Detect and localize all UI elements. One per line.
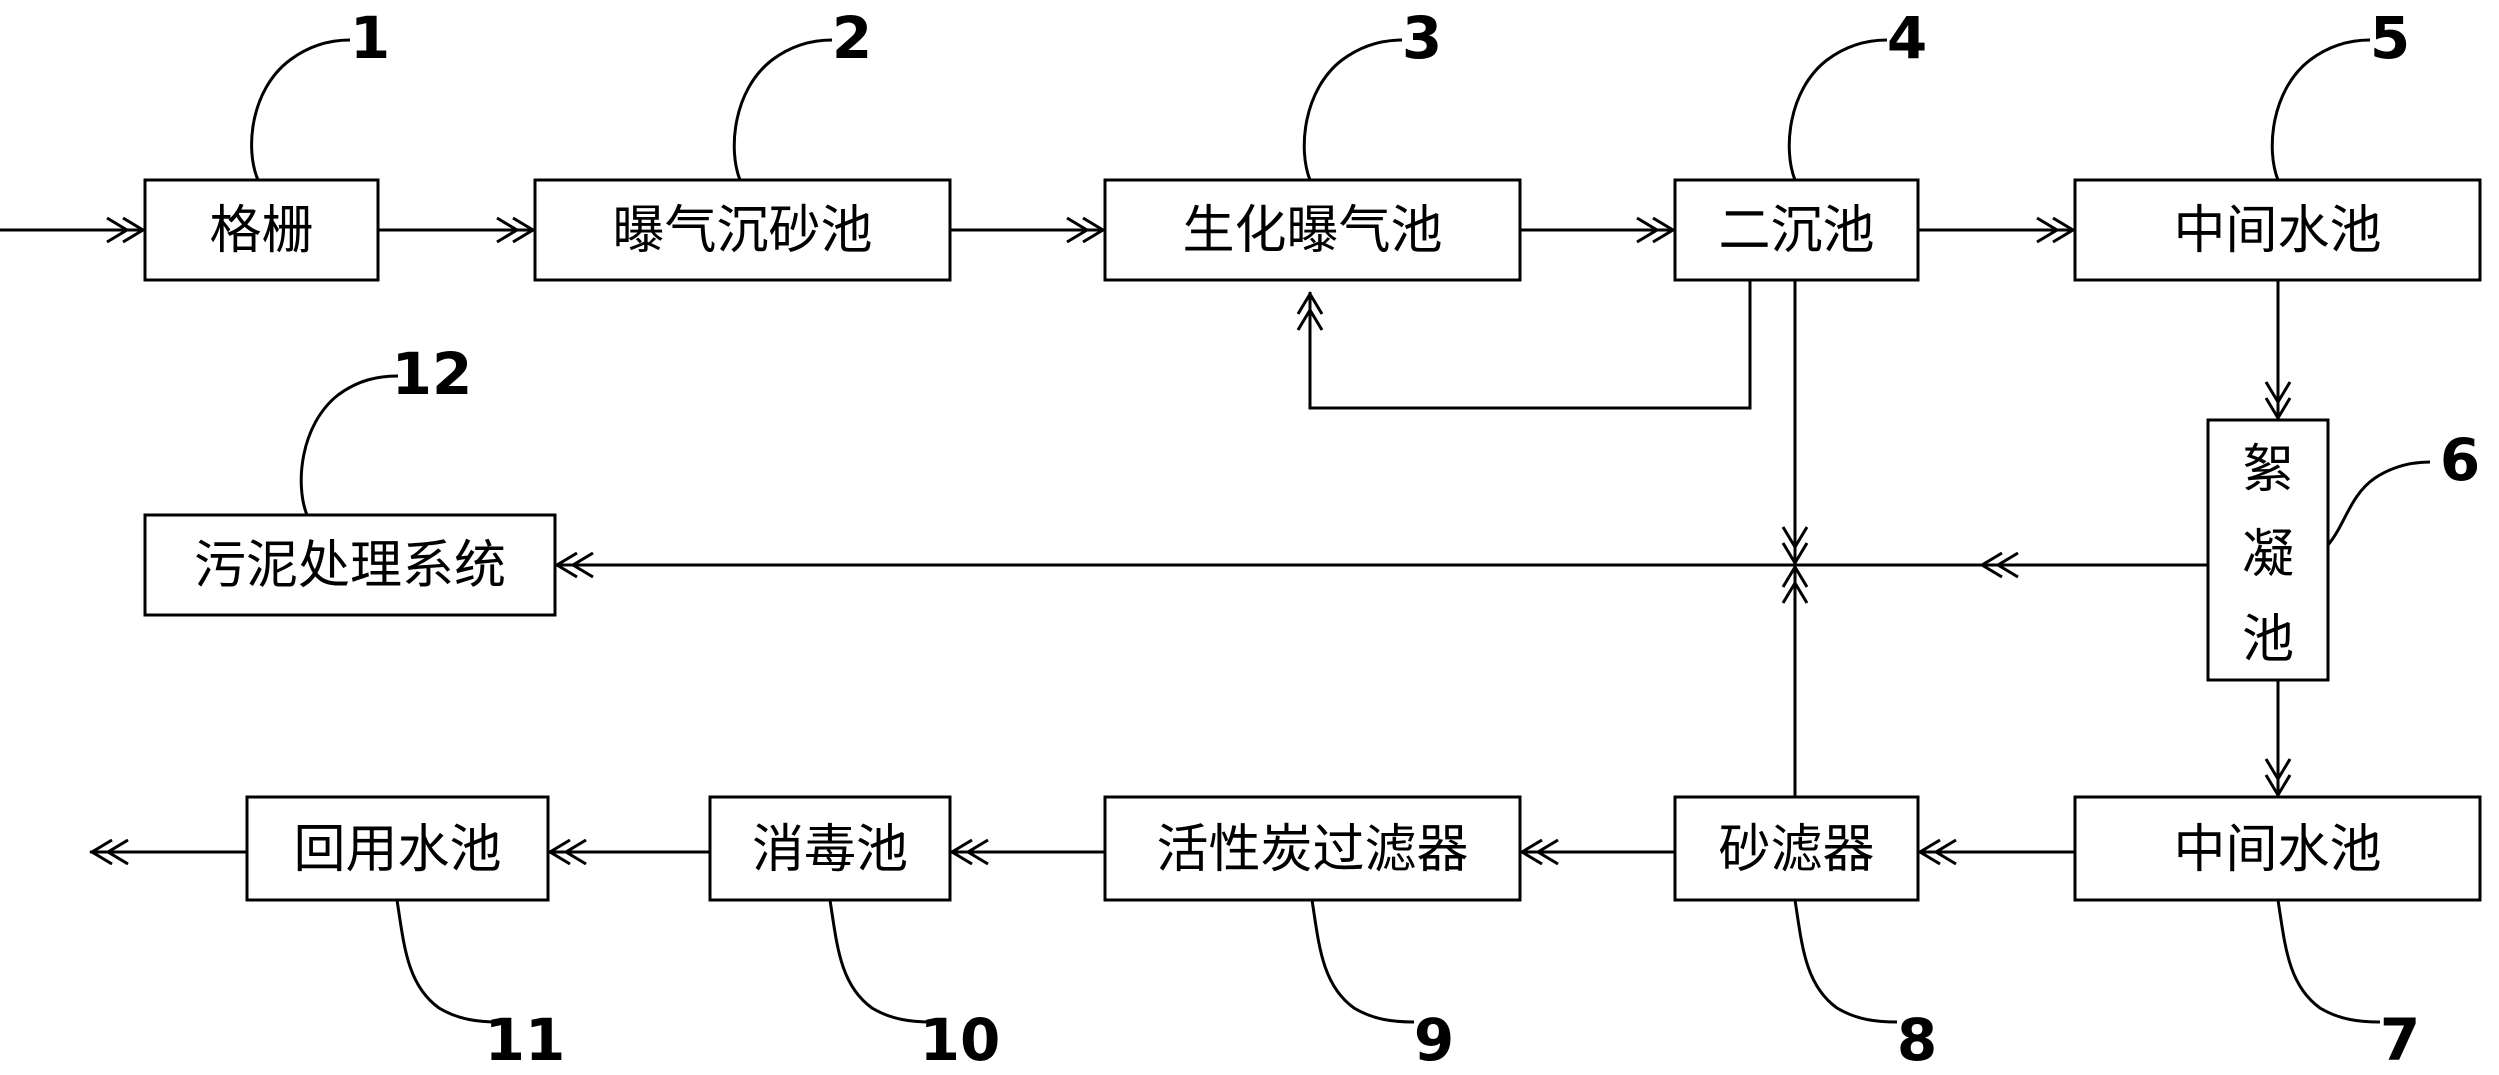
leader-8 <box>1793 899 1898 1024</box>
ref-number-11: 11 <box>485 1006 566 1074</box>
leader-5 <box>2270 38 2371 181</box>
arrow-right-icon <box>2036 216 2076 244</box>
ref-number-5: 5 <box>2370 4 2410 72</box>
leader-3 <box>1302 38 1403 181</box>
leader-1 <box>250 38 351 181</box>
leader-7 <box>2276 899 2381 1024</box>
leader-9 <box>1310 899 1415 1024</box>
box-7-label: 中间水池 <box>2173 820 2381 880</box>
box-5-label: 中间水池 <box>2173 201 2381 261</box>
box-7: 中间水池 <box>2073 795 2482 902</box>
arrow-left-icon <box>949 838 989 866</box>
box-11: 回用水池 <box>245 795 550 902</box>
arrow-left-icon <box>547 838 587 866</box>
arrow-down-icon <box>2264 381 2292 421</box>
arrow-right-icon <box>106 216 146 244</box>
arrow-left-icon <box>1917 838 1957 866</box>
ref-number-4: 4 <box>1887 4 1927 72</box>
box-6-label-char-3: 池 <box>2242 610 2294 670</box>
arrow-left-icon <box>89 838 129 866</box>
box-4: 二沉池 <box>1673 178 1920 282</box>
arrow-right-icon <box>1066 216 1106 244</box>
ref-number-10: 10 <box>920 1006 1001 1074</box>
arrow-left-icon <box>1519 838 1559 866</box>
reference-numbers: 1 2 3 4 5 6 7 8 9 10 11 12 <box>350 4 2480 1074</box>
box-8-label: 砂滤器 <box>1718 820 1874 880</box>
box-10-label: 消毒池 <box>752 820 908 880</box>
box-1: 格栅 <box>143 178 380 282</box>
ref-number-1: 1 <box>350 4 390 72</box>
box-12-label: 污泥处理系统 <box>194 536 506 596</box>
leader-6 <box>2326 460 2431 546</box>
leader-4 <box>1787 38 1888 181</box>
box-3-label: 生化曝气池 <box>1182 201 1442 261</box>
arrow-right-icon <box>1636 216 1676 244</box>
ref-number-12: 12 <box>392 340 473 408</box>
ref-number-3: 3 <box>1402 4 1442 72</box>
flow-lines <box>0 228 2280 854</box>
ref-number-2: 2 <box>832 4 872 72</box>
box-4-label: 二沉池 <box>1718 201 1874 261</box>
leader-11 <box>395 899 500 1024</box>
sludge-return-line <box>1308 277 1752 410</box>
arrow-down-icon <box>2264 758 2292 798</box>
box-2-label: 曝气沉砂池 <box>612 201 872 261</box>
arrow-right-icon <box>496 216 536 244</box>
box-6-label-char-1: 絮 <box>2242 440 2294 500</box>
arrowheads <box>89 216 2292 866</box>
ref-number-9: 9 <box>1414 1006 1454 1074</box>
box-1-label: 格栅 <box>209 201 313 261</box>
leader-2 <box>732 38 833 181</box>
box-8: 砂滤器 <box>1673 795 1920 902</box>
leader-lines <box>250 38 2431 1024</box>
box-6: 絮 凝 池 <box>2206 418 2330 682</box>
leader-10 <box>828 899 933 1024</box>
box-5: 中间水池 <box>2073 178 2482 282</box>
box-2: 曝气沉砂池 <box>533 178 952 282</box>
leader-12 <box>299 374 399 516</box>
box-10: 消毒池 <box>708 795 952 902</box>
box-12: 污泥处理系统 <box>143 513 557 617</box>
box-6-label-char-2: 凝 <box>2242 525 2294 585</box>
box-11-label: 回用水池 <box>293 820 501 880</box>
arrow-up-icon <box>1781 564 1809 604</box>
arrow-down-icon <box>1781 526 1809 566</box>
ref-number-8: 8 <box>1897 1006 1937 1074</box>
arrow-left-icon <box>554 551 594 579</box>
ref-number-7: 7 <box>2380 1006 2420 1074</box>
arrow-up-icon <box>1296 291 1324 331</box>
arrow-left-icon <box>1979 551 2019 579</box>
box-3: 生化曝气池 <box>1103 178 1522 282</box>
box-9-label: 活性炭过滤器 <box>1156 820 1468 880</box>
box-9: 活性炭过滤器 <box>1103 795 1522 902</box>
ref-number-6: 6 <box>2440 426 2480 494</box>
